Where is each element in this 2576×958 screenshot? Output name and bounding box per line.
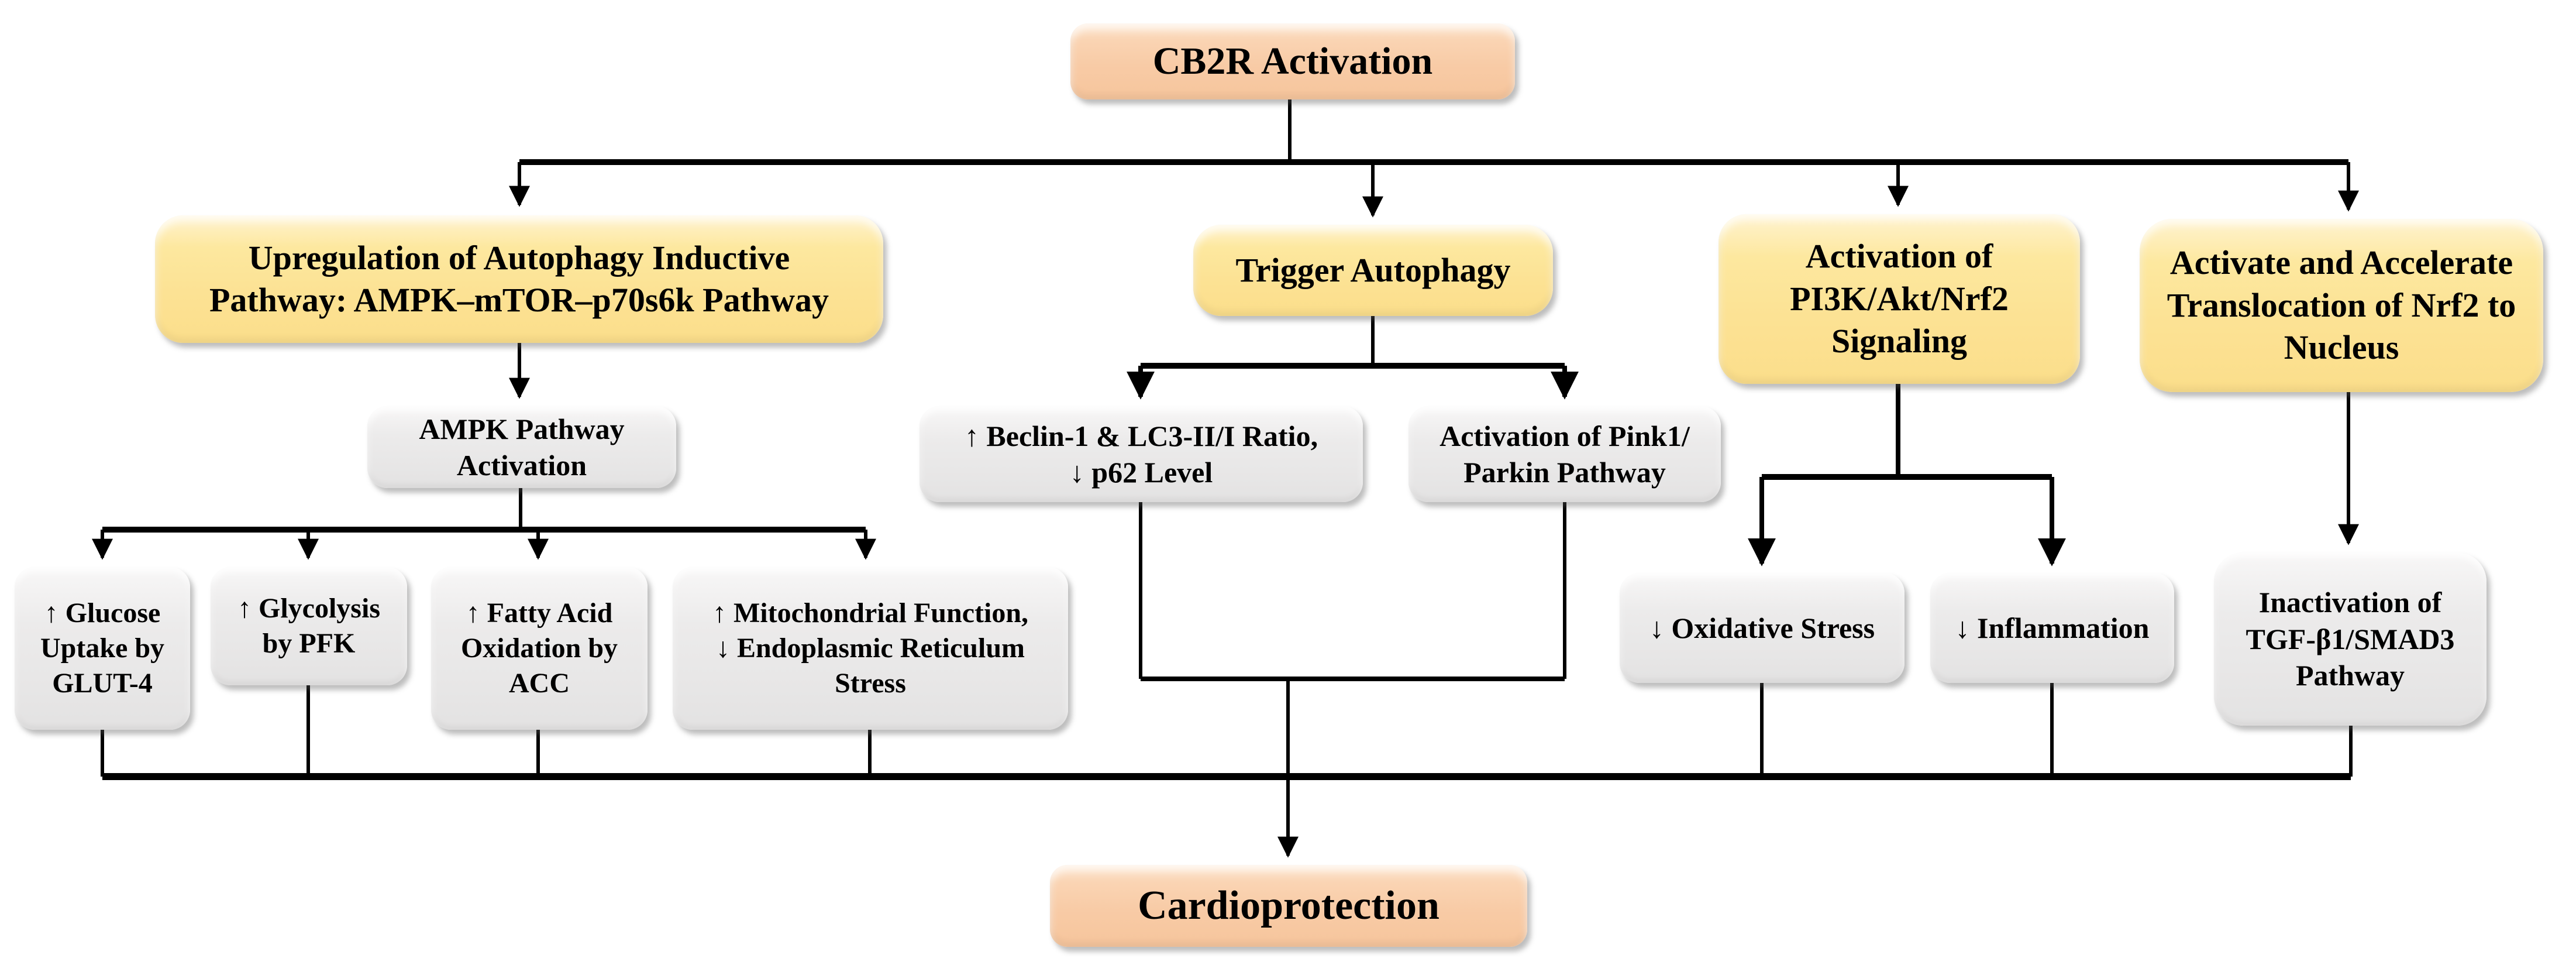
node-inflammation: ↓ Inflammation <box>1930 573 2174 683</box>
node-tgf-b1-smad3-inactivation: Inactivation of TGF-β1/SMAD3 Pathway <box>2214 552 2487 726</box>
connector-arrows <box>92 162 2359 858</box>
connector-segments <box>101 99 2353 780</box>
node-upregulation-autophagy-pathway: Upregulation of Autophagy Inductive Path… <box>155 215 883 343</box>
node-glycolysis-pfk: ↑ Glycolysis by PFK <box>211 567 407 685</box>
node-ampk-pathway-activation: AMPK Pathway Activation <box>367 406 676 488</box>
node-pink1-parkin-pathway: Activation of Pink1/ Parkin Pathway <box>1408 406 1721 502</box>
node-fatty-acid-oxidation-acc: ↑ Fatty Acid Oxidation by ACC <box>431 567 648 730</box>
node-beclin-lc3-p62: ↑ Beclin-1 & LC3-II/I Ratio, ↓ p62 Level <box>919 406 1363 502</box>
node-glucose-uptake-glut4: ↑ Glucose Uptake by GLUT-4 <box>15 567 190 730</box>
node-mitochondrial-function-er-stress: ↑ Mitochondrial Function, ↓ Endoplasmic … <box>673 567 1068 730</box>
node-oxidative-stress: ↓ Oxidative Stress <box>1620 573 1905 683</box>
node-trigger-autophagy: Trigger Autophagy <box>1193 225 1553 316</box>
node-nrf2-translocation: Activate and Accelerate Translocation of… <box>2140 219 2543 392</box>
node-cb2r-activation: CB2R Activation <box>1070 23 1515 99</box>
node-cardioprotection: Cardioprotection <box>1050 865 1527 947</box>
node-pi3k-akt-nrf2-signaling: Activation of PI3K/Akt/Nrf2 Signaling <box>1719 214 2080 384</box>
